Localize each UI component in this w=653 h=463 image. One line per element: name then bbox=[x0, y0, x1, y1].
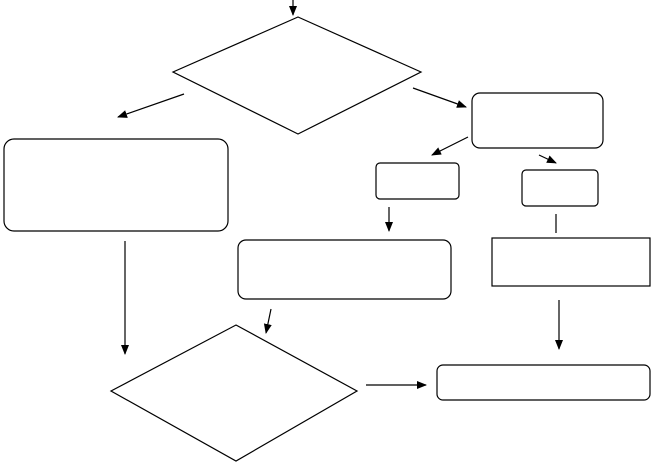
small-box-right bbox=[521, 169, 599, 207]
top-decision-diamond bbox=[171, 16, 423, 135]
left-process-box bbox=[3, 138, 229, 232]
arrow-diamond-to-left-box bbox=[117, 93, 185, 118]
right-square-box bbox=[491, 237, 651, 287]
arrow-right-box-to-small-right bbox=[538, 154, 557, 164]
bottom-decision-diamond bbox=[109, 324, 359, 462]
middle-process-box bbox=[237, 239, 452, 300]
right-process-box bbox=[471, 92, 604, 149]
arrow-right-box-to-small-left bbox=[431, 136, 469, 156]
small-box-left bbox=[375, 162, 460, 200]
arrow-diamond-to-right-box bbox=[412, 87, 467, 108]
bottom-right-process-box bbox=[436, 364, 651, 401]
arrow-middle-box-to-bottom-diamond bbox=[263, 308, 272, 334]
